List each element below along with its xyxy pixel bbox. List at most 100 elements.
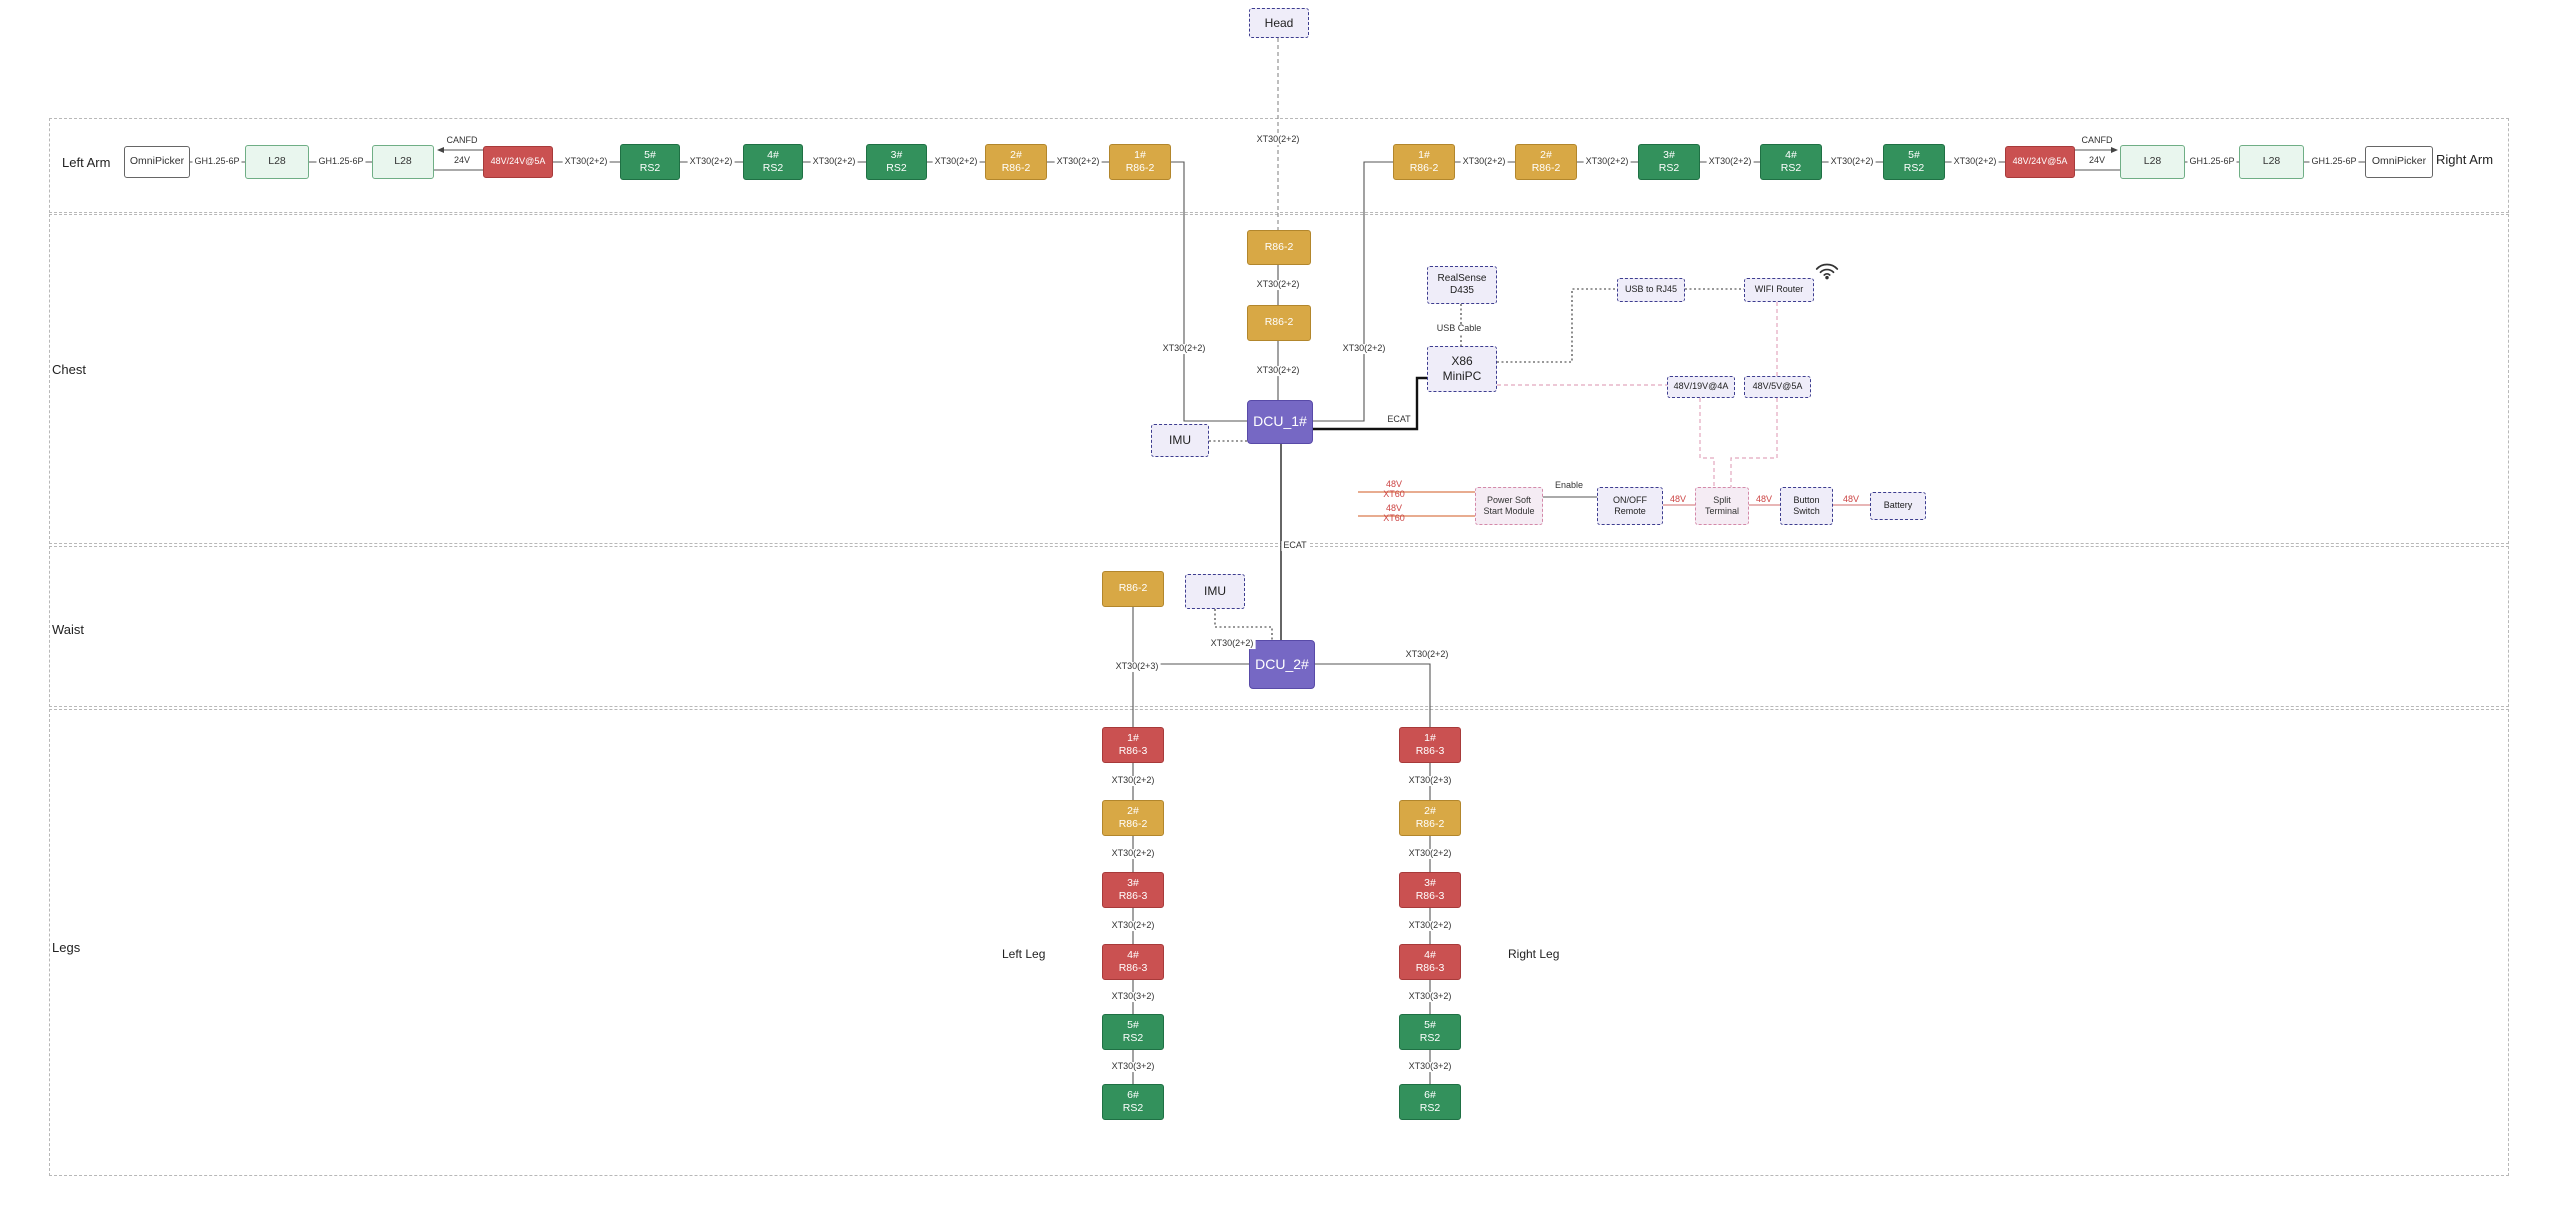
connector-label: 24V xyxy=(451,155,473,166)
right-leg-joint-6: 6# RS2 xyxy=(1399,1084,1461,1120)
left-arm-joint-4: 4# RS2 xyxy=(743,144,803,180)
right-leg-joint-5: 5# RS2 xyxy=(1399,1014,1461,1050)
chest-band xyxy=(49,214,2509,544)
dcu-1: DCU_1# xyxy=(1247,400,1313,444)
right-arm-joint-3: 3# RS2 xyxy=(1638,144,1700,180)
wifi-icon xyxy=(1814,258,1840,280)
connector-label: XT30(2+2) xyxy=(1254,365,1302,376)
l28-left-inner: L28 xyxy=(372,145,434,179)
left-leg-joint-1: 1# R86-3 xyxy=(1102,727,1164,763)
right-leg-label: Right Leg xyxy=(1508,947,1560,961)
connector-label: GH1.25-6P xyxy=(2187,156,2237,167)
connector-label: XT30(2+2) xyxy=(1460,156,1508,167)
left-leg-joint-2: 2# R86-2 xyxy=(1102,800,1164,836)
left-leg-joint-5: 5# RS2 xyxy=(1102,1014,1164,1050)
connector-label: XT30(2+2) xyxy=(1109,848,1157,859)
wifi-router: WIFI Router xyxy=(1744,278,1814,302)
waist-band xyxy=(49,546,2509,707)
right-arm-joint-5: 5# RS2 xyxy=(1883,144,1945,180)
connector-label: 48V xyxy=(1755,494,1773,505)
connector-label: 48V xyxy=(1385,503,1403,514)
usb-to-rj45: USB to RJ45 xyxy=(1617,278,1685,302)
left-leg-label: Left Leg xyxy=(1002,947,1046,961)
right-leg-joint-3: 3# R86-3 xyxy=(1399,872,1461,908)
connector-label: XT30(2+2) xyxy=(1054,156,1102,167)
split-terminal: Split Terminal xyxy=(1695,487,1749,525)
dcu-2: DCU_2# xyxy=(1249,640,1315,689)
left-leg-joint-4: 4# R86-3 xyxy=(1102,944,1164,980)
connector-label: 24V xyxy=(2086,155,2108,166)
right-arm-dcu1-wire xyxy=(1313,161,1393,422)
connector-label: CANFD xyxy=(2079,135,2115,146)
conv-48v-19v: 48V/19V@4A xyxy=(1667,376,1735,398)
left-leg-joint-6: 6# RS2 xyxy=(1102,1084,1164,1120)
connector-label: CANFD xyxy=(444,135,480,146)
connector-label: XT30(2+2) xyxy=(1208,638,1256,649)
dcu2-rightleg-wire xyxy=(1315,663,1431,727)
connector-label: XT30(2+2) xyxy=(1951,156,1999,167)
connector-label: GH1.25-6P xyxy=(192,156,242,167)
button-switch: Button Switch xyxy=(1780,487,1833,525)
connector-label: GH1.25-6P xyxy=(2309,156,2359,167)
left-leg-joint-3: 3# R86-3 xyxy=(1102,872,1164,908)
connector-label: XT30(2+2) xyxy=(1340,343,1388,354)
connector-label: XT30(3+2) xyxy=(1406,991,1454,1002)
minipc-usbrj45-wire xyxy=(1497,288,1617,363)
imu-waist: IMU xyxy=(1185,574,1245,609)
connector-label: XT60 xyxy=(1383,513,1405,524)
right-leg-joint-2: 2# R86-2 xyxy=(1399,800,1461,836)
connector-label: XT30(2+2) xyxy=(1406,848,1454,859)
imu-chest: IMU xyxy=(1151,424,1209,457)
connector-label: USB Cable xyxy=(1434,323,1484,334)
legs-band xyxy=(49,709,2509,1176)
connector-label: XT30(2+2) xyxy=(1254,279,1302,290)
waist-r86: R86-2 xyxy=(1102,571,1164,607)
left-arm-dcu1-wire xyxy=(1171,161,1247,422)
connector-label: XT30(2+2) xyxy=(1160,343,1208,354)
connector-label: 48V xyxy=(1842,494,1860,505)
connector-label: XT30(2+2) xyxy=(1828,156,1876,167)
connector-label: XT30(2+2) xyxy=(1706,156,1754,167)
chest-r86-lower: R86-2 xyxy=(1247,305,1311,341)
connector-label: XT30(2+2) xyxy=(1109,775,1157,786)
onoff-remote: ON/OFF Remote xyxy=(1597,487,1663,525)
left-arm-joint-3: 3# RS2 xyxy=(866,144,927,180)
connector-label: XT30(2+2) xyxy=(687,156,735,167)
right-leg-joint-1: 1# R86-3 xyxy=(1399,727,1461,763)
waist-section-label: Waist xyxy=(52,622,85,637)
battery: Battery xyxy=(1870,492,1926,520)
l28-right-inner: L28 xyxy=(2120,145,2185,179)
psu-right-48v-24v: 48V/24V@5A xyxy=(2005,146,2075,178)
right-arm-joint-4: 4# RS2 xyxy=(1760,144,1822,180)
connector-label: GH1.25-6P xyxy=(316,156,366,167)
connector-label: Enable xyxy=(1552,480,1586,491)
connector-label: XT30(3+2) xyxy=(1109,991,1157,1002)
right-arm-section-label: Right Arm xyxy=(2436,152,2494,167)
connector-label: XT30(2+2) xyxy=(1583,156,1631,167)
connector-label: XT30(2+2) xyxy=(1403,649,1451,660)
left-arm-joint-2: 2# R86-2 xyxy=(985,144,1047,180)
legs-section-label: Legs xyxy=(52,940,81,955)
conv-48v-5v: 48V/5V@5A xyxy=(1744,376,1811,398)
x86-minipc: X86 MiniPC xyxy=(1427,346,1497,392)
right-arm-joint-2: 2# R86-2 xyxy=(1515,144,1577,180)
connector-label: XT30(2+3) xyxy=(1113,661,1161,672)
conv19v-split-wire xyxy=(1699,398,1715,487)
imu-waist-dcu2-wire xyxy=(1214,609,1273,640)
connector-label: XT60 xyxy=(1383,489,1405,500)
psu-left-48v-24v: 48V/24V@5A xyxy=(483,146,553,178)
chest-r86-upper: R86-2 xyxy=(1247,230,1311,265)
connector-label: ECAT xyxy=(1385,414,1413,425)
realsense-d435: RealSense D435 xyxy=(1427,266,1497,304)
connector-label: XT30(3+2) xyxy=(1109,1061,1157,1072)
l28-left-outer: L28 xyxy=(245,145,309,179)
omnipicker-right: OmniPicker xyxy=(2365,146,2433,178)
omnipicker-left: OmniPicker xyxy=(124,146,190,178)
connector-label: XT30(2+2) xyxy=(1254,134,1302,145)
connector-label: XT30(3+2) xyxy=(1406,1061,1454,1072)
connector-label: 48V xyxy=(1385,479,1403,490)
left-arm-joint-1: 1# R86-2 xyxy=(1109,144,1171,180)
connector-label: 48V xyxy=(1669,494,1687,505)
l28-right-outer: L28 xyxy=(2239,145,2304,179)
